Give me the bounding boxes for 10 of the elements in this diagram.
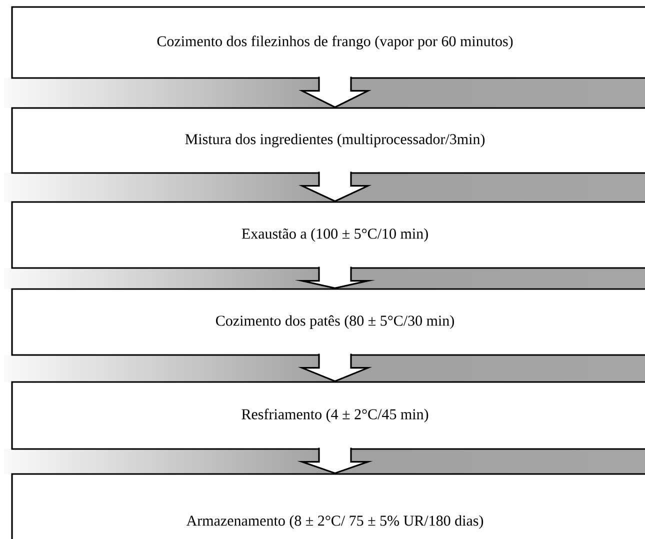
process-box: Armazenamento (8 ± 2°C/ 75 ± 5% UR/180 dias) (11, 473, 645, 539)
process-box: Cozimento dos filezinhos de frango (vapor por 60 minutos) (11, 6, 645, 79)
block-arrow (298, 76, 372, 108)
process-box: Cozimento dos patês (80 ± 5°C/30 min) (11, 288, 645, 356)
process-box: Exaustão a (100 ± 5°C/10 min) (11, 201, 645, 269)
process-box: Resfriamento (4 ± 2°C/45 min) (11, 381, 645, 450)
block-arrow (298, 353, 372, 382)
block-arrow (298, 171, 372, 202)
block-arrow (297, 447, 373, 474)
process-box: Mistura dos ingredientes (multiprocessador/3min) (11, 107, 645, 174)
